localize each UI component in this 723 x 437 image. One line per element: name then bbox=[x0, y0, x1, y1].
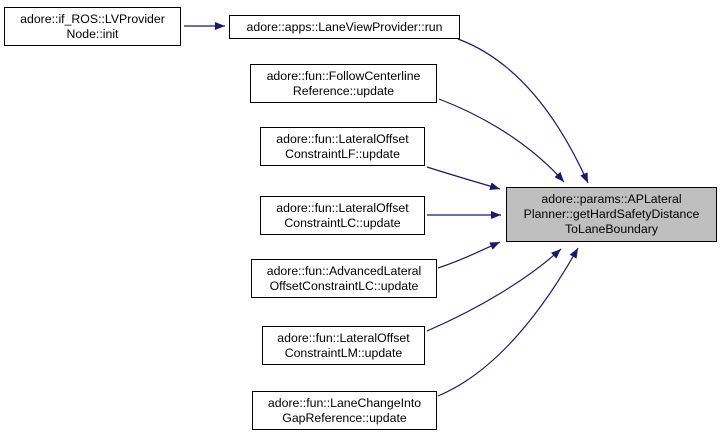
edge-advancedlateral-to-target bbox=[437, 241, 501, 269]
edge-laneviewprovider-run-to-target bbox=[457, 38, 589, 184]
node-advancedlateraloffset-constraintlc-update[interactable]: adore::fun::AdvancedLateral OffsetConstr… bbox=[251, 259, 437, 298]
node-lateraloffset-constraintlf-update[interactable]: adore::fun::LateralOffset ConstraintLF::… bbox=[260, 127, 425, 166]
node-followcenterline-reference-update[interactable]: adore::fun::FollowCenterline Reference::… bbox=[250, 64, 437, 103]
node-lateraloffset-constraintlm-update[interactable]: adore::fun::LateralOffset ConstraintLM::… bbox=[262, 326, 425, 365]
node-lanechangeintogap-reference-update[interactable]: adore::fun::LaneChangeInto GapReference:… bbox=[252, 391, 437, 430]
node-aplateralplanner-gethardsafetydistancetolaneboundary: adore::params::APLateral Planner::getHar… bbox=[506, 187, 717, 242]
edge-constraintlm-to-target bbox=[426, 248, 562, 332]
node-laneviewprovider-run[interactable]: adore::apps::LaneViewProvider::run bbox=[229, 15, 460, 39]
edge-followcenterline-to-target bbox=[438, 98, 565, 183]
edge-constraintlf-to-target bbox=[426, 166, 501, 191]
node-lateraloffset-constraintlc-update[interactable]: adore::fun::LateralOffset ConstraintLC::… bbox=[260, 196, 425, 235]
edge-lanechangeintogap-to-target bbox=[437, 247, 579, 397]
node-lvprovider-node-init[interactable]: adore::if_ROS::LVProvider Node::init bbox=[4, 7, 181, 46]
